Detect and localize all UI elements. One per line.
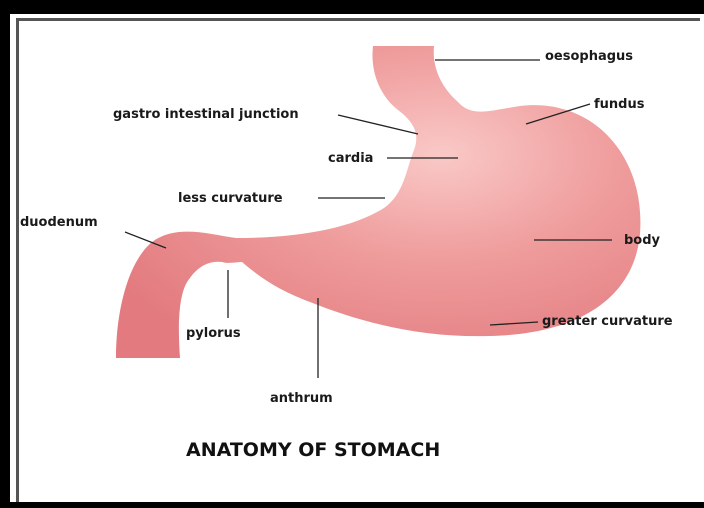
label-oesophagus: oesophagus xyxy=(545,49,633,64)
label-greater-curvature: greater curvature xyxy=(542,314,673,329)
label-less-curvature: less curvature xyxy=(178,191,283,206)
label-cardia: cardia xyxy=(328,151,373,166)
label-duodenum: duodenum xyxy=(20,215,98,230)
label-fundus: fundus xyxy=(594,97,645,112)
label-gastro-intestinal-junction: gastro intestinal junction xyxy=(113,107,299,122)
label-body: body xyxy=(624,233,661,248)
label-anthrum: anthrum xyxy=(270,391,333,406)
label-pylorus: pylorus xyxy=(186,326,241,341)
diagram-title: ANATOMY OF STOMACH xyxy=(186,439,440,461)
gastro-intestinal-junction-leader xyxy=(338,115,418,134)
